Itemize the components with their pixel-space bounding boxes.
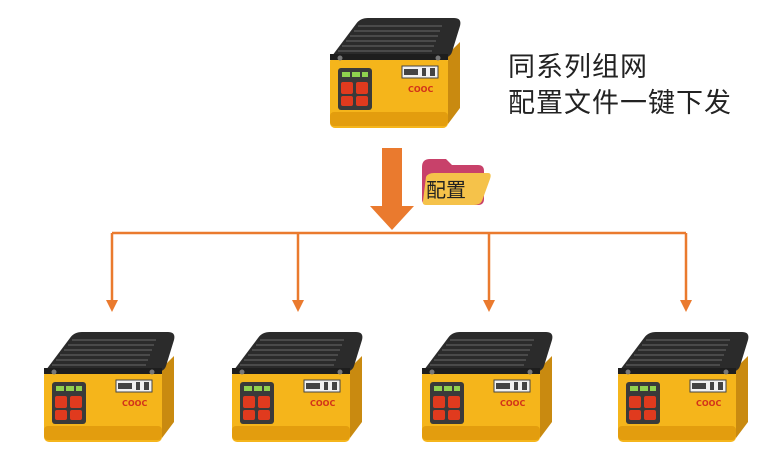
config-folder-label: 配置 <box>426 178 466 202</box>
branch-arrow-4 <box>680 233 692 312</box>
config-folder-icon: 配置 <box>422 159 491 205</box>
source-device <box>329 17 462 129</box>
caption: 同系列组网 配置文件一键下发 <box>508 50 732 122</box>
main-down-arrow <box>370 148 414 230</box>
target-device-3 <box>421 331 554 443</box>
caption-line-2: 配置文件一键下发 <box>508 88 732 119</box>
target-device-4 <box>617 331 750 443</box>
branch-arrow-1 <box>106 233 118 312</box>
branch-arrow-2 <box>292 233 304 312</box>
target-device-1 <box>43 331 176 443</box>
target-device-2 <box>231 331 364 443</box>
branch-arrow-3 <box>483 233 495 312</box>
caption-line-1: 同系列组网 <box>508 52 648 83</box>
